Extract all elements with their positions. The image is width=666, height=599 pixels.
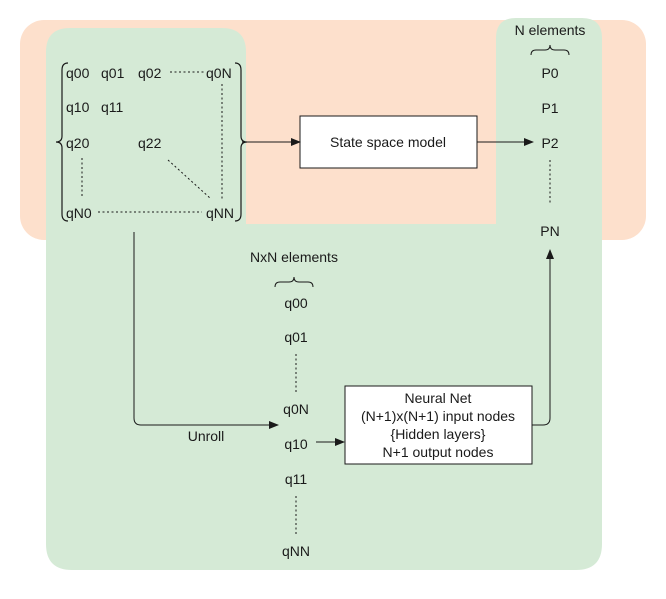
matrix-cell-q10: q10	[66, 99, 90, 115]
unrolled-item-q10: q10	[284, 436, 308, 452]
state-space-model-label: State space model	[330, 134, 446, 150]
matrix-cell-q01: q01	[101, 65, 125, 81]
neural-net-output-nodes: N+1 output nodes	[383, 444, 494, 460]
unrolled-item-q00: q00	[284, 295, 308, 311]
nn-to-output-arrow	[532, 249, 554, 426]
matrix-ellipses	[81, 71, 223, 213]
output-item-p2: P2	[541, 135, 558, 151]
output-column-header: N elements	[515, 22, 586, 38]
output-item-pn: PN	[540, 223, 559, 239]
matrix-cell-q00: q00	[66, 65, 90, 81]
matrix-cell-q20: q20	[66, 135, 90, 151]
input-matrix: q00 q01 q02 q0N q10 q11 q20 q22 qN0 qNN	[66, 65, 234, 221]
unrolled-item-q01: q01	[284, 329, 308, 345]
unrolled-item-q11: q11	[285, 471, 308, 487]
matrix-left-brace	[55, 62, 69, 222]
state-space-model-box	[299, 115, 478, 169]
matrix-cell-qN0: qN0	[66, 205, 92, 221]
unrolled-column-header: NxN elements	[250, 249, 338, 265]
matrix-cell-q02: q02	[138, 65, 162, 81]
neural-net-input-nodes: (N+1)x(N+1) input nodes	[361, 408, 515, 424]
matrix-cell-qNN: qNN	[206, 205, 234, 221]
unroll-label: Unroll	[188, 428, 225, 444]
output-item-p1: P1	[541, 100, 558, 116]
unrolled-item-q0N: q0N	[283, 401, 309, 417]
neural-net-title: Neural Net	[405, 390, 472, 406]
neural-net-hidden-layers: {Hidden layers}	[391, 426, 486, 442]
matrix-cell-q11: q11	[101, 99, 124, 115]
unrolled-item-qNN: qNN	[282, 543, 310, 559]
unroll-arrow	[133, 232, 279, 429]
matrix-cell-q22: q22	[138, 135, 162, 151]
diagonal-ellipsis	[167, 159, 211, 199]
neural-net-box	[344, 385, 533, 465]
unrolled-column-brace	[274, 276, 314, 288]
output-column-brace	[530, 44, 570, 56]
output-item-p0: P0	[541, 65, 558, 81]
matrix-cell-q0N: q0N	[206, 65, 232, 81]
